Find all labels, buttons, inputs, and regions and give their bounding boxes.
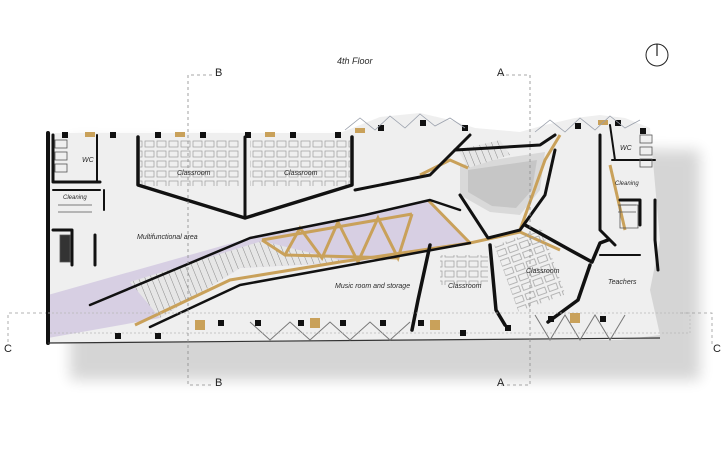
top-roof-truss bbox=[344, 113, 641, 133]
room-label-multifunctional: Multifunctional area bbox=[137, 234, 198, 241]
section-a-label-bottom: A bbox=[497, 377, 505, 389]
section-c-label-right: C bbox=[713, 343, 721, 355]
room-label-wc-left: WC bbox=[82, 157, 95, 164]
north-arrow-icon bbox=[645, 43, 669, 67]
room-label-wc-right: WC bbox=[620, 145, 633, 152]
room-label-cleaning-left: Cleaning bbox=[63, 195, 87, 201]
room-label-music: Music room and storage bbox=[335, 283, 410, 290]
walls bbox=[46, 124, 660, 345]
room-label-classroom-1: Classroom bbox=[177, 170, 211, 177]
atrium-void bbox=[458, 140, 545, 215]
room-label-classroom-4: Classroom bbox=[526, 268, 560, 275]
section-b-label-top: B bbox=[215, 67, 222, 79]
main-staircase bbox=[130, 241, 348, 318]
section-a-label-top: A bbox=[497, 67, 505, 79]
section-line-c: C C bbox=[4, 312, 721, 355]
section-line-a: A A bbox=[497, 67, 531, 389]
room-label-cleaning-right: Cleaning bbox=[615, 181, 639, 187]
room-label-teachers: Teachers bbox=[608, 279, 637, 286]
section-c-label-left: C bbox=[4, 343, 12, 355]
section-b-label-bottom: B bbox=[215, 377, 222, 389]
classroom-desks bbox=[140, 140, 566, 312]
floor-title: 4th Floor bbox=[337, 56, 374, 66]
fixtures bbox=[54, 134, 653, 263]
room-label-classroom-3: Classroom bbox=[448, 283, 482, 290]
room-label-classroom-2: Classroom bbox=[284, 170, 318, 177]
section-line-b: B B bbox=[187, 67, 222, 389]
bottom-facade-fins bbox=[47, 312, 691, 344]
